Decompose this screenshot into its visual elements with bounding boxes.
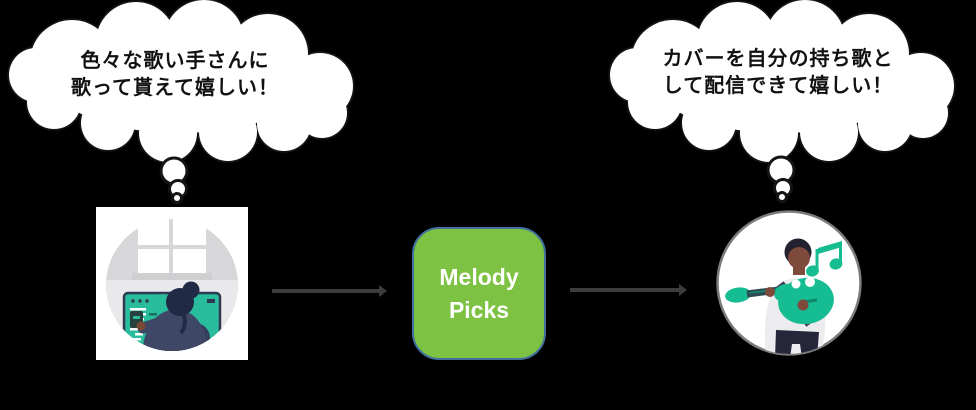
right-thought-bubble-cloud — [608, 0, 956, 203]
connector-right-line — [570, 284, 687, 296]
right-thought-trail-bubbles — [766, 155, 796, 203]
left-thought-line-1: 色々な歌い手さんに — [80, 50, 270, 72]
left-thought-bubble-cloud — [7, 0, 355, 204]
hand — [136, 321, 146, 331]
connector-left-line — [272, 285, 387, 297]
guitarist-face — [788, 247, 810, 269]
guitarist-pants — [775, 330, 819, 354]
person-coding-illustration — [96, 207, 248, 360]
window-sill — [132, 273, 212, 280]
hair-bun — [182, 281, 200, 299]
melody-picks-line-2: Picks — [448, 296, 510, 323]
right-thought-line-1: カバーを自分の持ち歌と — [662, 48, 894, 70]
left-thought-text: 色々な歌い手さんに 歌って貰えて嬉しい！ — [10, 48, 340, 102]
guitarist-right-hand — [797, 299, 809, 311]
right-thought-text: カバーを自分の持ち歌と して配信できて嬉しい！ — [608, 46, 948, 100]
guitarist-left-hand — [765, 287, 775, 297]
left-thought-trail-bubbles — [159, 156, 189, 204]
music-note-icon — [806, 241, 843, 277]
melody-picks-box: Melody Picks — [412, 227, 546, 360]
person-arm — [137, 317, 164, 334]
connector-left-arrowhead — [379, 285, 387, 297]
left-thought-line-2: 歌って貰えて嬉しい！ — [71, 77, 279, 99]
right-thought-line-2: して配信できて嬉しい！ — [662, 75, 894, 97]
guitarist-illustration — [716, 210, 862, 356]
melody-picks-line-1: Melody — [439, 263, 519, 290]
connector-right-arrowhead — [679, 284, 687, 296]
